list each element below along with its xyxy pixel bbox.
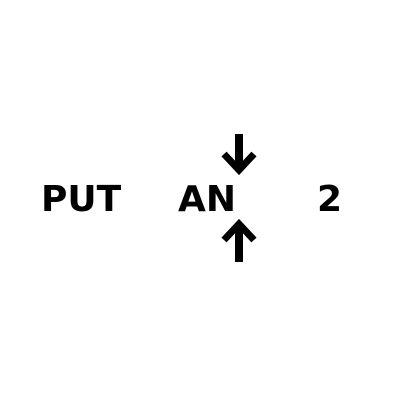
word-put: PUT bbox=[41, 179, 122, 220]
arrow-down-icon bbox=[220, 134, 260, 178]
word-an: AN bbox=[178, 179, 236, 220]
arrow-up-icon bbox=[220, 218, 260, 262]
word-number: 2 bbox=[317, 179, 343, 220]
